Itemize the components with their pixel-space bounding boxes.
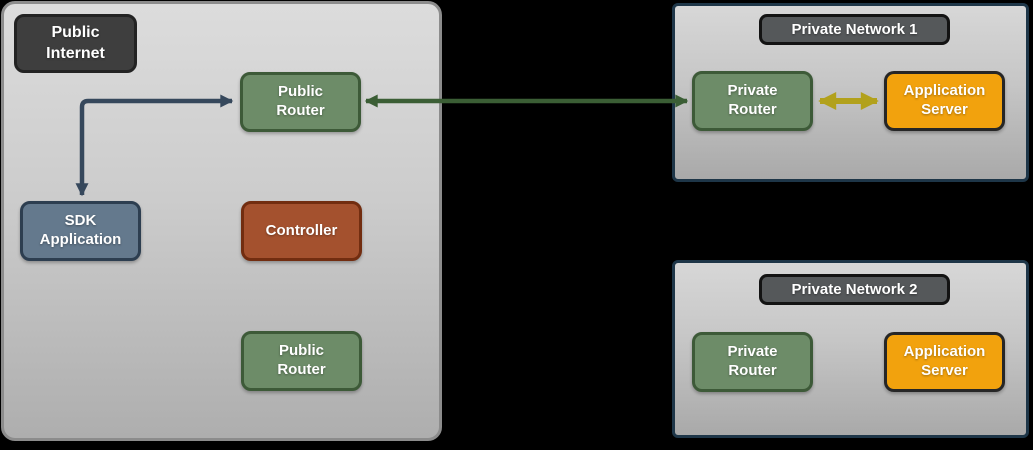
public-internet-label-text: Public Internet <box>46 23 105 62</box>
node-sdk-application: SDK Application <box>20 201 141 261</box>
node-controller: Controller <box>241 201 362 261</box>
node-application-server-1: Application Server <box>884 71 1005 131</box>
node-private-router-1: Private Router <box>692 71 813 131</box>
private-network-1-zone: Private Network 1 Private Router Applica… <box>672 3 1029 182</box>
node-application-server-2: Application Server <box>884 332 1005 392</box>
node-public-router-top: Public Router <box>240 72 361 132</box>
private-network-2-zone: Private Network 2 Private Router Applica… <box>672 260 1029 438</box>
node-private-router-2: Private Router <box>692 332 813 392</box>
node-label: Private Router <box>727 343 778 379</box>
node-label: Private Router <box>727 82 778 118</box>
public-internet-zone: Public Internet Public Router SDK Applic… <box>1 1 442 441</box>
node-label: Public Router <box>276 83 325 119</box>
node-public-router-bottom: Public Router <box>241 331 362 391</box>
node-label: Controller <box>265 221 338 239</box>
public-internet-label: Public Internet <box>14 14 137 73</box>
node-label: Public Router <box>277 342 326 378</box>
node-label: SDK Application <box>39 212 122 248</box>
node-label: Application Server <box>903 343 986 379</box>
node-label: Application Server <box>903 82 986 118</box>
private-network-2-title: Private Network 2 <box>759 274 950 305</box>
private-network-1-title-text: Private Network 1 <box>791 21 918 38</box>
private-network-2-title-text: Private Network 2 <box>791 281 918 298</box>
private-network-1-title: Private Network 1 <box>759 14 950 45</box>
